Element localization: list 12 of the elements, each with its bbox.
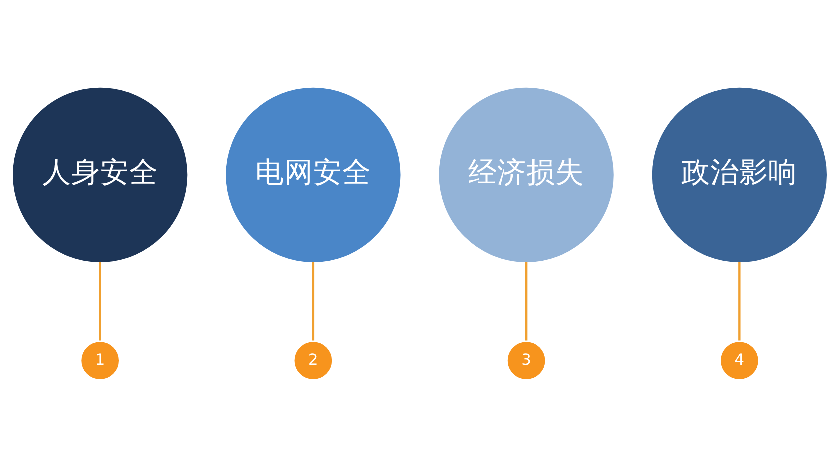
connector [738,262,741,340]
node-circle: 电网安全 [226,87,401,262]
node-circle: 4 [718,339,761,382]
connector [312,262,315,340]
connector [525,262,528,340]
node-circle: 3 [506,339,548,382]
connector [99,262,102,340]
node-circle: 经济损失 [439,87,614,262]
node-circle: 政治影响 [652,87,827,262]
node-circle: 2 [292,339,334,382]
node-circle: 人身安全 [12,87,188,262]
node-circle: 1 [79,339,122,382]
